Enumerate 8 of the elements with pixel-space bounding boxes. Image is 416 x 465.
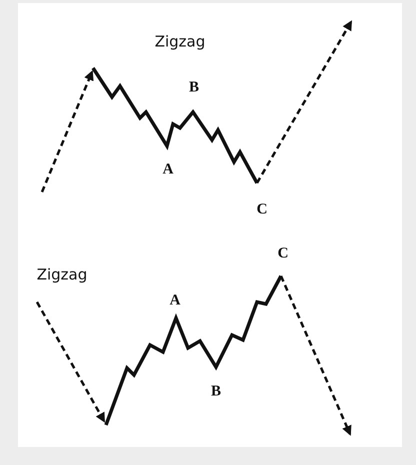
wave-point-label: C [256, 202, 268, 218]
wave-point-label: B [189, 80, 199, 96]
pattern-title: Zigzag [36, 268, 88, 282]
wave-point-label: A [170, 294, 180, 308]
wave-point-label: C [278, 246, 288, 262]
wave-point-label: A [162, 162, 174, 178]
pattern-title: Zigzag [154, 34, 206, 50]
wave-point-label: B [211, 384, 221, 400]
